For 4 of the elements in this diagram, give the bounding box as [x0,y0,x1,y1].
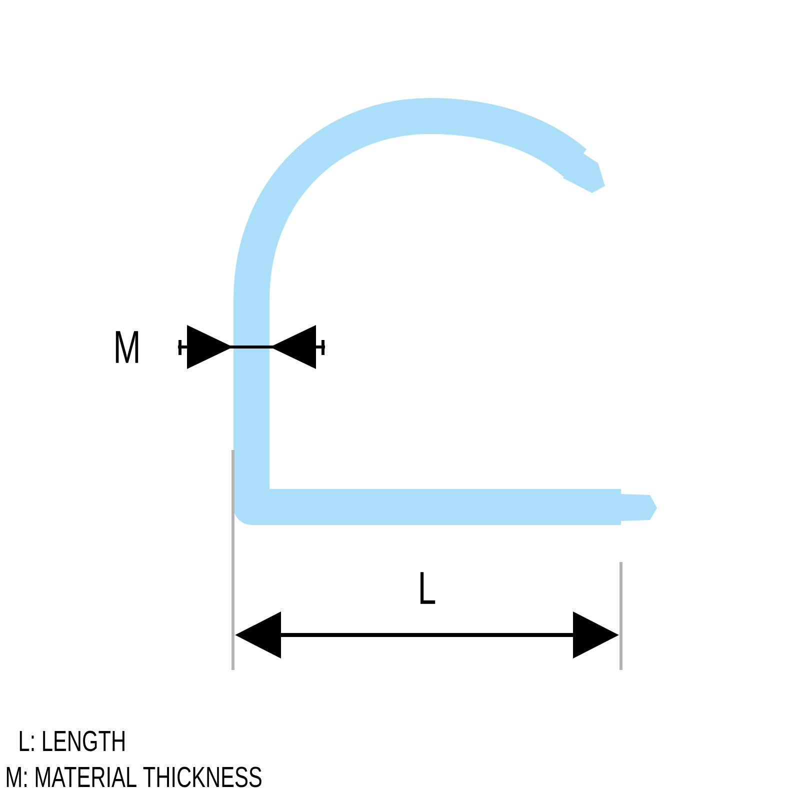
legend-text: M: MATERIAL THICKNESS [6,766,262,788]
dimension-label: M [116,331,138,363]
legend-text: L: LENGTH [20,730,124,752]
dimension-label: L [420,572,436,604]
